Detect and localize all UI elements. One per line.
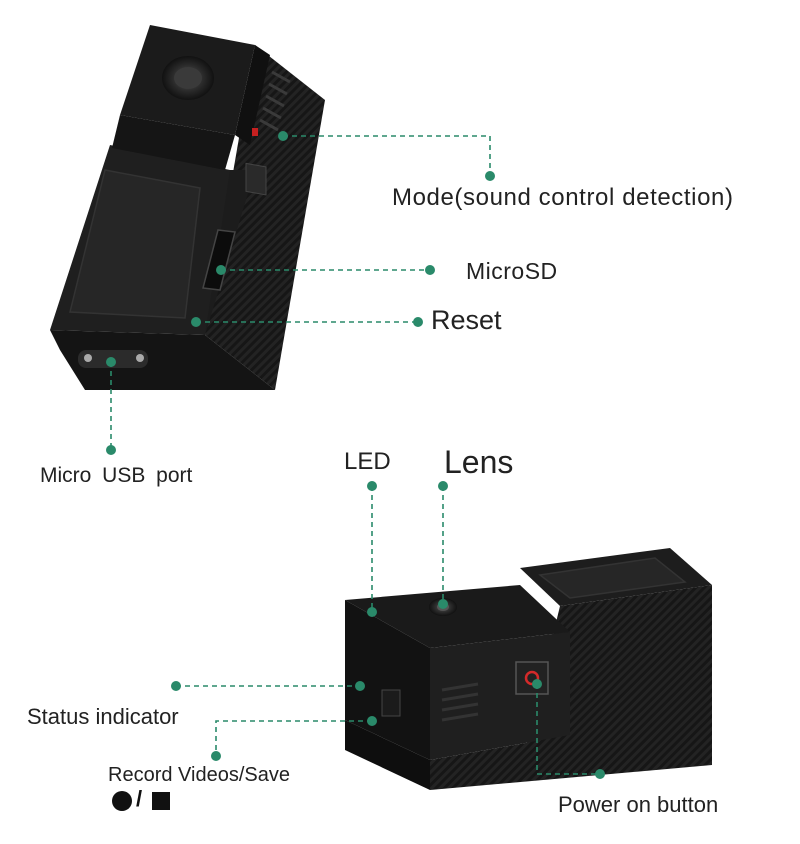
symbol-slash: /: [136, 786, 143, 811]
label-reset: Reset: [431, 305, 502, 335]
label-status: Status indicator: [27, 704, 179, 729]
stop-square-icon: [152, 792, 170, 810]
camera-bottom-view: [345, 548, 712, 790]
label-usb-port: Micro USB port: [40, 464, 193, 487]
leader-dots: [106, 131, 605, 779]
camera-bottom-front-face: [345, 600, 430, 760]
record-button-icon: [381, 689, 401, 717]
record-circle-icon: [112, 791, 132, 811]
label-led: LED: [344, 448, 391, 475]
label-power: Power on button: [558, 792, 719, 817]
power-button-icon: [515, 661, 549, 695]
label-mode: Mode(sound control detection): [392, 184, 734, 211]
camera-bottom-top-face: [345, 585, 570, 648]
mode-button-icon: [245, 162, 267, 196]
record-stop-symbols: /: [110, 786, 182, 814]
camera-top-view: [50, 25, 325, 390]
microsd-slot-icon: [202, 229, 236, 291]
label-record: Record Videos/Save: [108, 764, 290, 786]
leader-lines: [110, 135, 600, 775]
label-lens: Lens: [444, 444, 514, 480]
label-microsd: MicroSD: [466, 258, 558, 284]
camera-top-side-face: [205, 45, 325, 390]
camera-top-bottom-face: [50, 330, 275, 390]
